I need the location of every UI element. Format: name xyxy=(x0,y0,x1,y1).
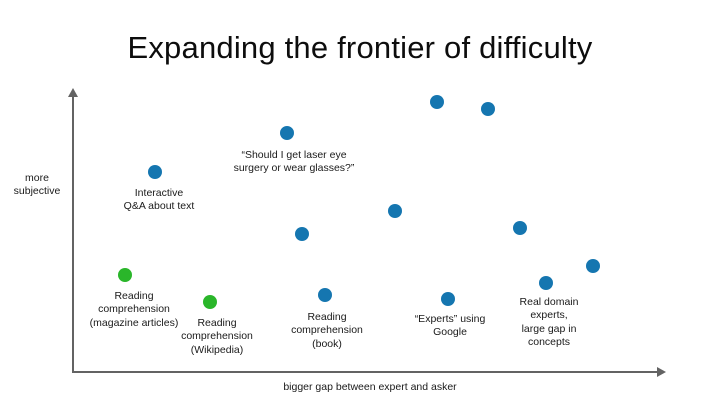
scatter-point xyxy=(118,268,132,282)
annotation-book: Reading comprehension (book) xyxy=(291,311,363,350)
scatter-point xyxy=(280,126,294,140)
scatter-point xyxy=(481,102,495,116)
scatter-point xyxy=(295,227,309,241)
x-axis-label: bigger gap between expert and asker xyxy=(283,381,457,393)
scatter-point xyxy=(441,292,455,306)
scatter-point xyxy=(318,288,332,302)
y-axis-label: more subjective xyxy=(13,172,61,197)
annotation-experts-google: “Experts” using Google xyxy=(414,313,486,339)
scatter-point xyxy=(539,276,553,290)
annotation-interactive-qa: Interactive Q&A about text xyxy=(123,187,195,213)
scatter-point xyxy=(203,295,217,309)
scatter-point xyxy=(388,204,402,218)
scatter-point xyxy=(586,259,600,273)
annotation-domain-experts: Real domain experts, large gap in concep… xyxy=(519,296,579,349)
x-axis-arrow-icon xyxy=(657,367,666,377)
scatter-point xyxy=(148,165,162,179)
x-axis-line xyxy=(72,371,660,373)
y-axis-arrow-icon xyxy=(68,88,78,97)
scatter-point xyxy=(430,95,444,109)
annotation-wikipedia: Reading comprehension (Wikipedia) xyxy=(181,317,253,356)
annotation-magazine: Reading comprehension (magazine articles… xyxy=(89,290,179,329)
y-axis-line xyxy=(72,95,74,373)
scatter-point xyxy=(513,221,527,235)
page-title: Expanding the frontier of difficulty xyxy=(127,30,593,65)
annotation-laser-eye: “Should I get laser eye surgery or wear … xyxy=(233,149,355,175)
